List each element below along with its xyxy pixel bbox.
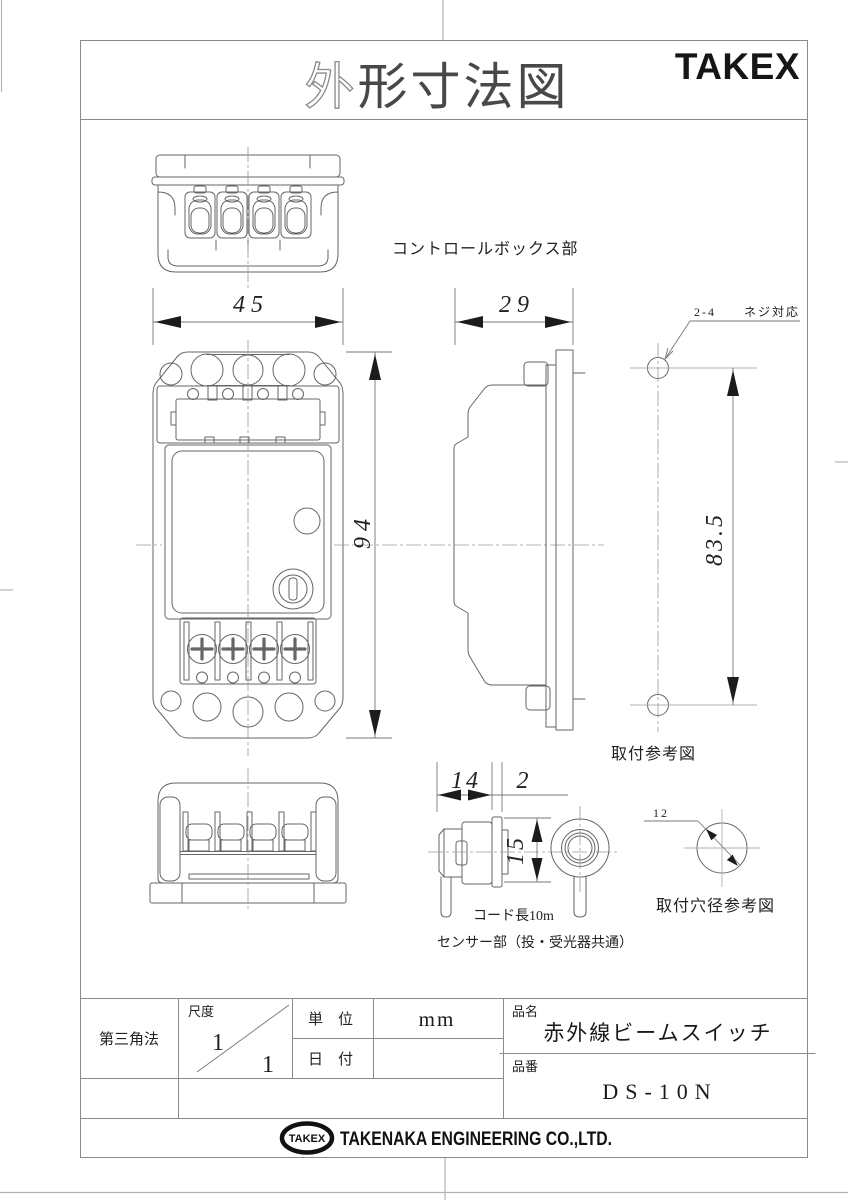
footer: TAKEX TAKENAKA ENGINEERING CO.,LTD. [279,1121,612,1155]
hole-ref-label: 取付穴径参考図 [656,897,775,915]
sheet-frame [80,40,808,1158]
svg-text:83.5: 83.5 [702,512,728,566]
product-number: DS-10N [602,1079,717,1104]
sheet-header: 外形寸法図 TAKEX [304,46,800,116]
dim-sensor-14-2: 14 2 [436,762,568,812]
page-title: 外形寸法図 [305,59,570,115]
date-label: 日 付 [308,1051,353,1068]
unit-value: mm [419,1007,456,1031]
projection-method: 第三角法 [99,1030,159,1048]
svg-text:45: 45 [233,292,269,318]
dim-height-94: 94 [346,351,392,739]
mount-reference-drawing: 83.5 2-4 ネジ対応 取付参考図 [611,305,800,763]
hole-diameter-reference-drawing: 12 取付穴径参考図 [644,806,775,915]
cord-length-label: コード長10m [473,909,554,924]
svg-text:14: 14 [451,768,481,794]
unit-label: 単 位 [308,1011,353,1028]
company-name: TAKENAKA ENGINEERING CO.,LTD. [340,1129,612,1150]
scale-numerator: 1 [212,1030,224,1056]
phillips-screws [187,634,310,664]
takex-logo-text: TAKEX [289,1133,326,1145]
sensor-cord-front [573,875,587,918]
side-view-drawing [453,349,586,731]
control-box-label: コントロールボックス部 [392,240,579,258]
scale-denominator: 1 [262,1052,274,1078]
sensor-cord [440,876,452,918]
svg-text:94: 94 [350,513,376,549]
svg-text:12: 12 [653,806,669,820]
brand-logo-text: TAKEX [675,46,800,87]
sensor-side-view-drawing [438,816,509,918]
product-number-label: 品番 [512,1059,538,1074]
door-latch-circle [293,507,321,535]
svg-text:ネジ対応: ネジ対応 [744,305,800,319]
screw-note-leader: 2-4 ネジ対応 [664,305,800,360]
front-view-terminal-block [179,617,317,685]
title-block-text: 第三角法 尺度 1 1 単 位 mm 日 付 品名 赤外線ビームスイッチ 品番 … [99,1004,772,1104]
scale-label: 尺度 [188,1004,214,1019]
dim-width-45: 45 [152,288,344,345]
svg-text:15: 15 [503,835,529,865]
page-title-outlined-char: 外 [305,59,358,115]
sensor-label: センサー部（投・受光器共通） [437,935,633,951]
product-name-label: 品名 [512,1004,538,1019]
title-block-grid [80,998,816,1119]
mount-ref-label: 取付参考図 [611,745,696,763]
svg-text:2: 2 [517,768,532,794]
takex-oval-logo [279,1121,335,1155]
product-name: 赤外線ビームスイッチ [543,1021,772,1045]
svg-text:2-4: 2-4 [694,305,716,319]
svg-text:29: 29 [499,292,535,318]
lock-screw [272,568,314,610]
top-view-terminal-screws [184,185,312,239]
dim-sensor-diameter-15: 15 [503,817,551,883]
dim-depth-29: 29 [454,288,574,345]
page-title-solid: 形寸法図 [358,59,570,115]
